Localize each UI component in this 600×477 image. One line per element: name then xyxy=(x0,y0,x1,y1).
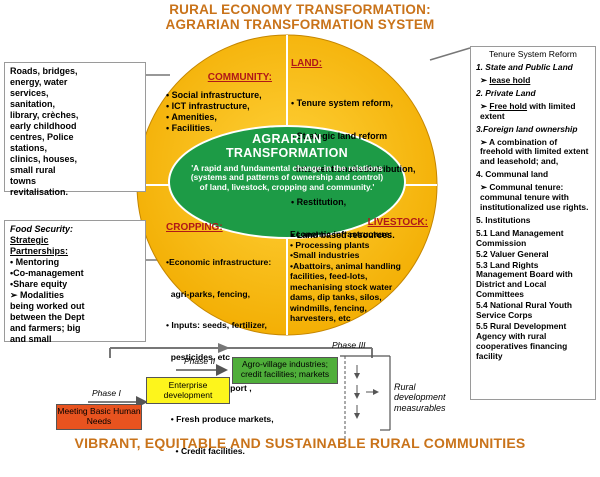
livestock-item: harvesters, etc xyxy=(290,313,351,324)
social-infrastructure-text: Roads, bridges, energy, water services, … xyxy=(10,66,79,197)
tenure-item-4-title: 4. Communal land xyxy=(476,169,549,180)
cropping-item: • Credit facilities. xyxy=(166,445,245,456)
land-item: • Restitution, xyxy=(291,196,347,207)
partnership-item: and small xyxy=(10,333,52,344)
phase-2-label: Phase II xyxy=(184,356,216,366)
partnership-item: •Co-management xyxy=(10,267,84,278)
tenure-item-1-title: 1. State and Public Land xyxy=(476,62,573,73)
land-heading: LAND: xyxy=(291,58,323,69)
bottom-title: VIBRANT, EQUITABLE AND SUSTAINABLE RURAL… xyxy=(74,435,526,451)
livestock-item: mechanising stock water xyxy=(290,281,393,292)
arrow-bullet-icon: ➢ xyxy=(480,182,490,193)
center-title-block: AGRARIAN TRANSFORMATION 'A rapid and fun… xyxy=(177,132,397,193)
tenure-item-3-sub: A combination of freehold with limited e… xyxy=(480,136,589,167)
center-ellipse xyxy=(168,125,406,239)
livestock-item: dams, dip tanks, silos, xyxy=(290,292,382,303)
social-infrastructure-box: Roads, bridges, energy, water services, … xyxy=(4,62,146,197)
tenure-item-4-sub: Communal tenure: communal tenure with in… xyxy=(480,182,589,213)
partnership-item: being worked out xyxy=(10,300,85,311)
partnership-item: ➢ Modalities xyxy=(10,289,65,300)
institutions-heading: 5. Institutions xyxy=(476,214,531,225)
enterprise-development-box: Enterprise development xyxy=(146,377,230,404)
land-item: interventions/redistribution, xyxy=(291,163,416,174)
institution-item: 5.1 Land Management Commission xyxy=(476,227,564,248)
center-title-line-1: AGRARIAN xyxy=(252,132,322,146)
institution-item: 5.2 Valuer General xyxy=(476,248,549,259)
livestock-item: facilities, feed-lots, xyxy=(290,271,368,282)
institution-item: 5.3 Land Rights Management Board with Di… xyxy=(476,259,573,300)
livestock-item: • Processing plants xyxy=(290,239,370,250)
land-item: • Land based resources. xyxy=(291,229,395,240)
food-security-box: Food Security: Strategic Partnerships: •… xyxy=(4,220,146,344)
feedback-arrowhead xyxy=(218,343,230,353)
phase-3-label: Phase III xyxy=(332,340,366,350)
community-item: • ICT infrastructure, xyxy=(166,101,250,112)
title-line-1: RURAL ECONOMY TRANSFORMATION: xyxy=(169,2,431,17)
partnership-item: between the Dept xyxy=(10,311,85,322)
partnership-item: and farmers; big xyxy=(10,322,81,333)
arrow-bullet-icon: ➢ xyxy=(480,100,490,111)
partnership-item: •Share equity xyxy=(10,278,68,289)
land-item: • Strategic land reform xyxy=(291,131,388,142)
livestock-item: •Abattoirs, animal handling xyxy=(290,260,401,271)
cropping-item: pesticides, etc xyxy=(166,351,231,362)
community-item: • Amenities, xyxy=(166,112,217,123)
tenure-heading: Tenure System Reform xyxy=(489,49,577,59)
arrow-bullet-icon: ➢ xyxy=(480,75,490,86)
livestock-item: •Small industries xyxy=(290,250,360,261)
meeting-basic-needs-box: Meeting Basic Human Needs xyxy=(56,404,142,430)
institution-item: 5.4 National Rural Youth Service Corps xyxy=(476,300,573,321)
cropping-heading: CROPPING: xyxy=(166,222,223,233)
tenure-item-2-sub: with limited extent xyxy=(480,100,576,121)
tenure-item-3-title: 3.Foreign land ownership xyxy=(476,123,578,134)
connector-right xyxy=(429,47,471,61)
food-security-heading: Food Security: xyxy=(10,224,74,234)
agro-village-box: Agro-village industries; credit faciliti… xyxy=(232,357,338,384)
title-line-2: AGRARIAN TRANSFORMATION SYSTEM xyxy=(165,17,435,32)
community-heading: COMMUNITY: xyxy=(207,72,272,83)
cropping-item: •Economic infrastructure: xyxy=(166,257,272,268)
partnerships-subheading-2: Partnerships: xyxy=(10,245,69,256)
partnerships-subheading: Strategic xyxy=(10,234,49,245)
cropping-item: • Inputs: seeds, fertilizer, xyxy=(166,320,267,331)
livestock-quadrant: LIVESTOCK: Economic infrastructure: • Pr… xyxy=(290,217,430,324)
cropping-item: • Fresh produce markets, xyxy=(166,414,274,425)
community-item: • Social infrastructure, xyxy=(166,90,262,101)
institution-item: 5.5 Rural Development Agency with rural … xyxy=(476,320,568,361)
partnership-item: • Mentoring xyxy=(10,256,60,267)
diagram-graphics xyxy=(88,34,471,440)
land-item: • Tenure system reform, xyxy=(291,98,394,109)
measurables-label: Rural development measurables xyxy=(394,382,446,413)
tenure-item-2-sub-underlined: Free hold xyxy=(489,100,528,111)
community-item: • Facilities. xyxy=(166,123,213,134)
center-title-line-2: TRANSFORMATION xyxy=(225,145,348,160)
livestock-item: windmills, fencing, xyxy=(290,302,367,313)
arrow-bullet-icon: ➢ xyxy=(480,136,490,147)
tenure-reform-box: Tenure System Reform 1. State and Public… xyxy=(470,46,596,400)
land-quadrant: LAND: • Tenure system reform, • Strategi… xyxy=(291,58,431,263)
center-quote: 'A rapid and fundamental change in the r… xyxy=(190,162,384,193)
cropping-item: agri-parks, fencing, xyxy=(166,288,251,299)
community-quadrant: COMMUNITY: • Social infrastructure, • IC… xyxy=(166,72,284,134)
tenure-item-1-sub: lease hold xyxy=(489,75,531,86)
phase-1-label: Phase I xyxy=(92,388,121,398)
livestock-heading: LIVESTOCK: xyxy=(367,217,428,228)
livestock-item: Economic infrastructure: xyxy=(290,229,393,240)
tenure-item-2-title: 2. Private Land xyxy=(476,87,536,98)
